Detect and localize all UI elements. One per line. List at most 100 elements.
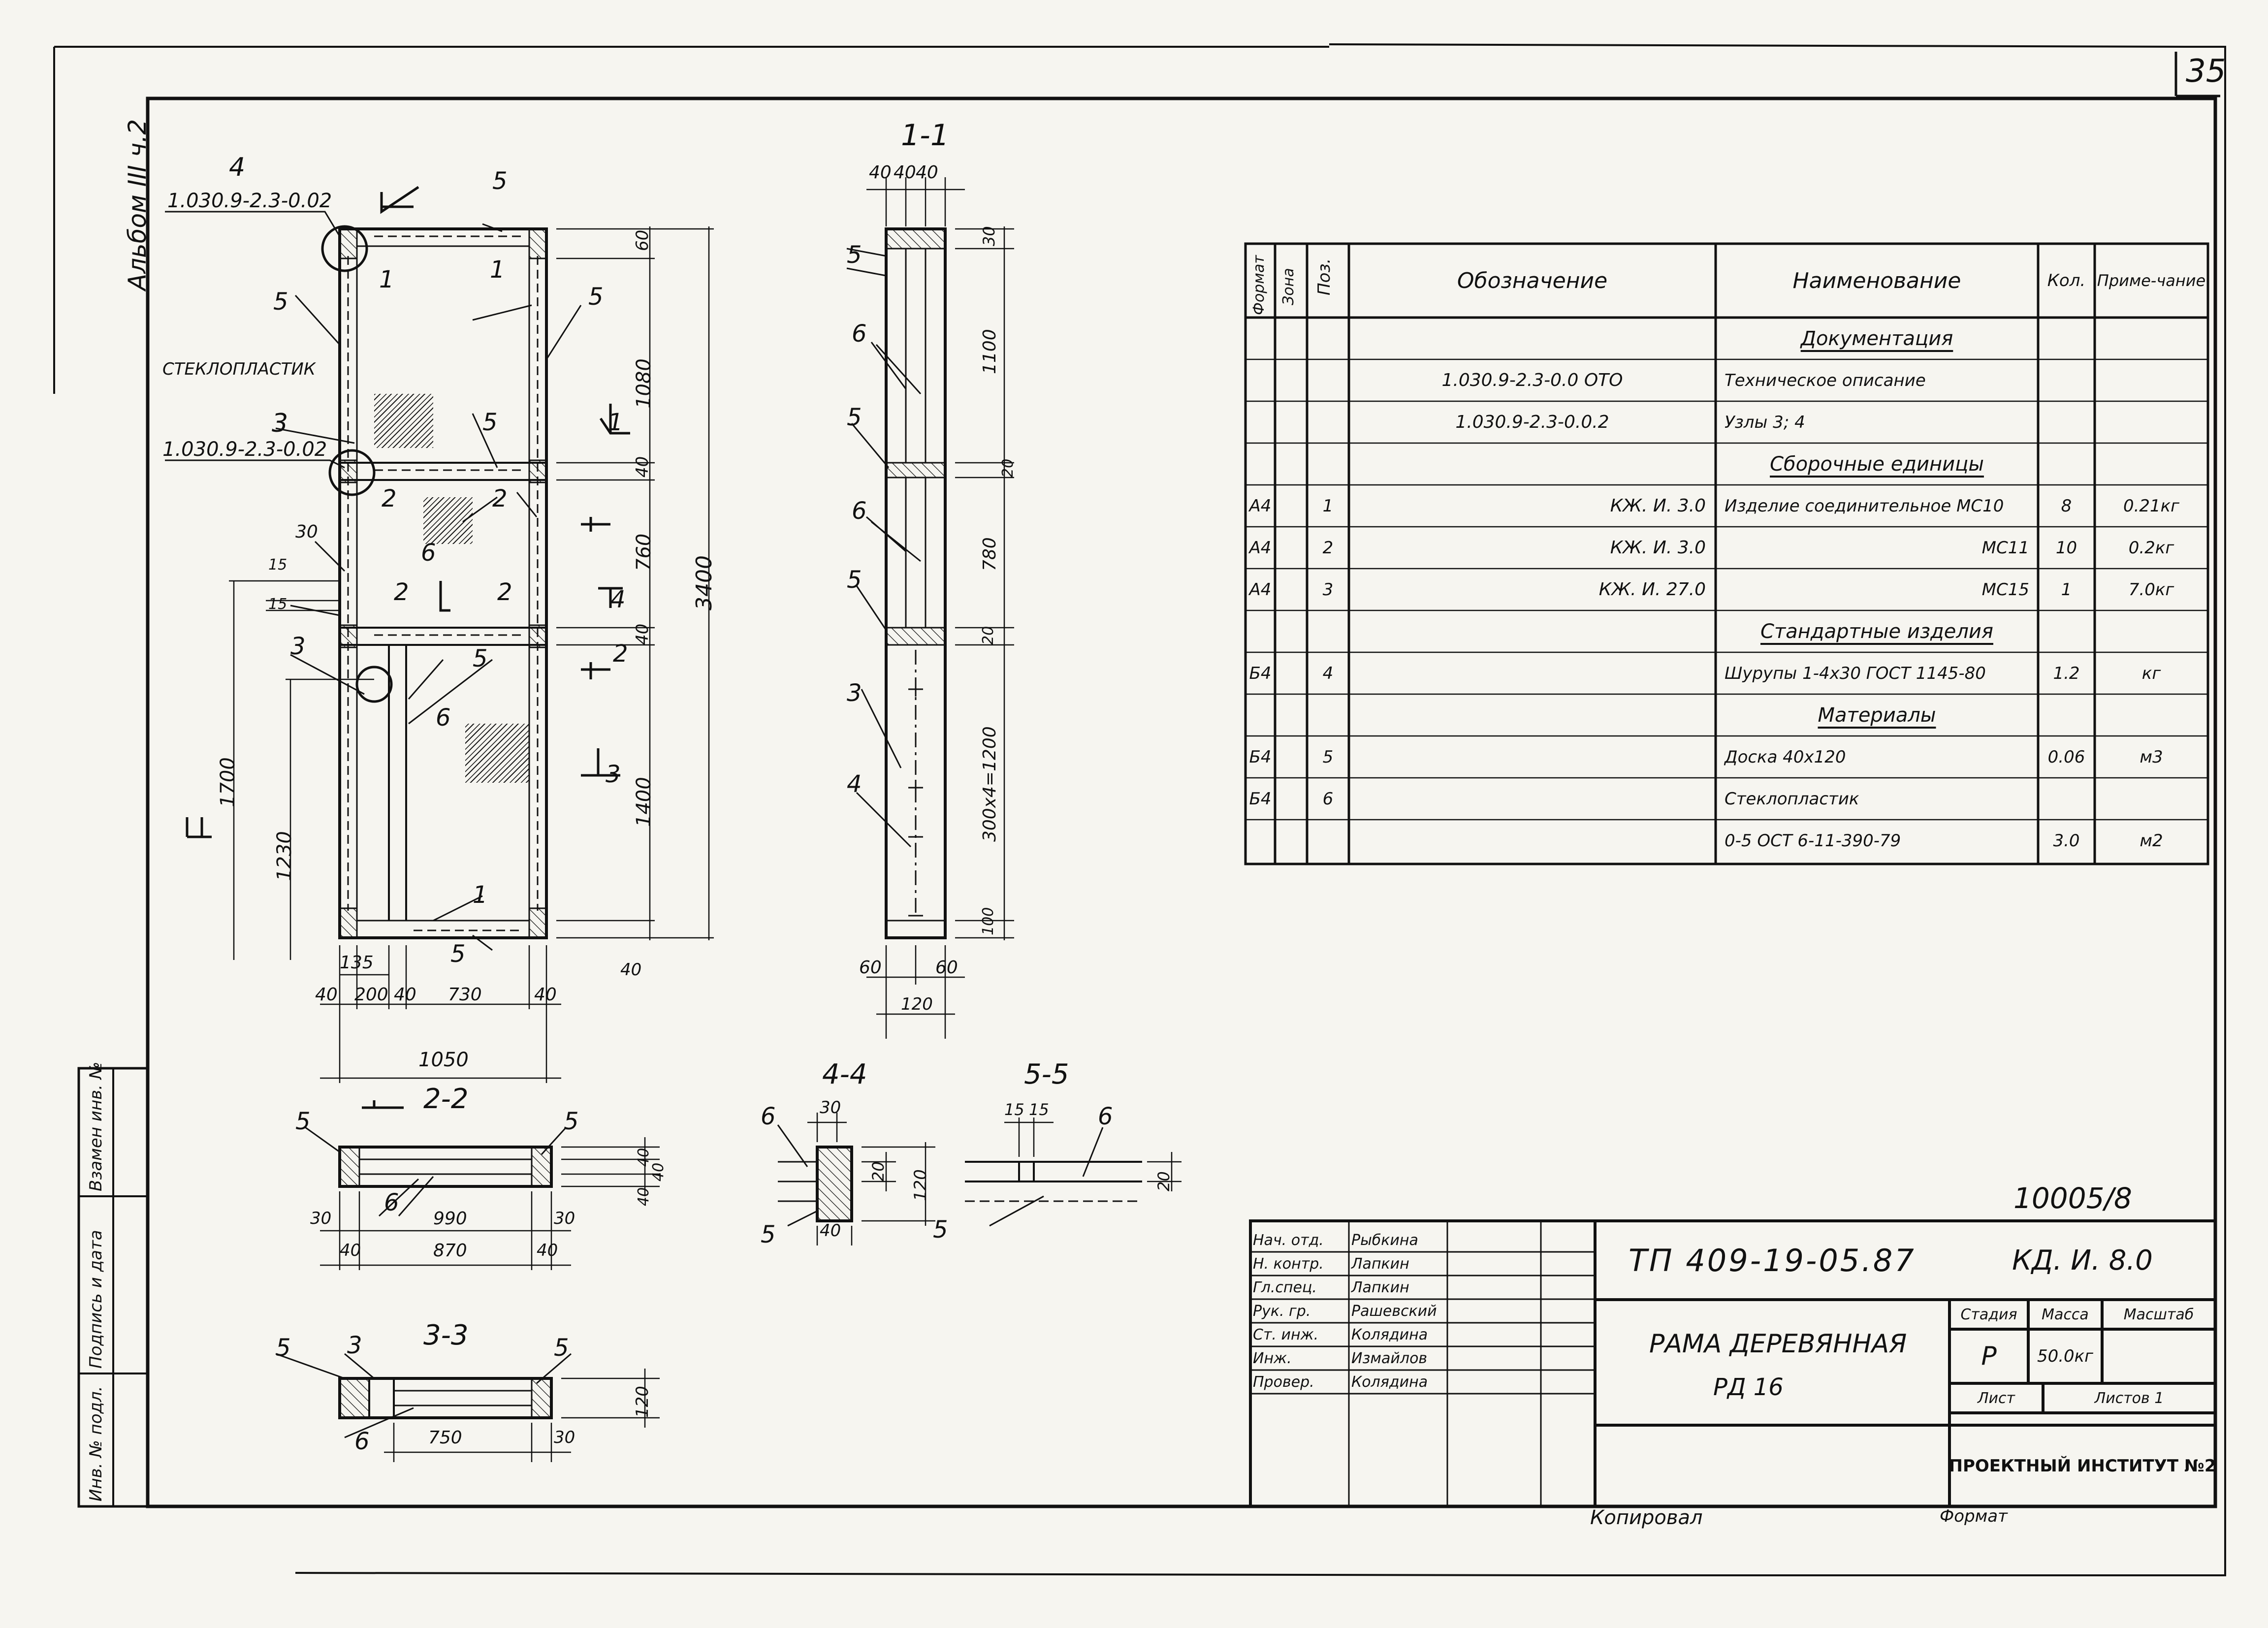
stamp-role: Гл.спец. [1253, 1278, 1317, 1296]
position-callout: 2 [492, 485, 508, 512]
dimension-label: 30 [980, 226, 998, 246]
callout-3-number: 3 [272, 409, 288, 438]
dimension-label: 40 [534, 985, 557, 1005]
position-callout: 6 [384, 1189, 399, 1216]
dimension-label: 40 [620, 960, 642, 980]
spec-cell-pos: 4 [1322, 663, 1334, 683]
spec-cell-name: Техническое описание [1725, 370, 1926, 390]
spec-cell-pos [1307, 443, 1349, 485]
spec-cell-pos: 1 [1322, 496, 1334, 516]
spec-cell-name: Стеклопластик [1725, 789, 1859, 809]
dimension-label: 990 [433, 1209, 467, 1229]
spec-cell-qty [2038, 318, 2095, 359]
sheets-header: Листов 1 [2094, 1389, 2164, 1407]
position-callout: 5 [482, 409, 498, 436]
copied-label: Копировал [1590, 1506, 1703, 1529]
position-callout: 5 [450, 940, 466, 968]
dimension-label: 200 [354, 985, 388, 1005]
spec-cell-pos [1307, 610, 1349, 652]
spec-cell-designation [1349, 778, 1716, 820]
spec-cell-designation: КЖ. И. 27.0 [1598, 579, 1706, 600]
dimension-label: 870 [433, 1241, 467, 1261]
spec-cell-qty [2038, 401, 2095, 443]
position-callout: 5 [473, 645, 488, 672]
stamp-name: Рыбкина [1351, 1231, 1418, 1249]
spec-cell-format [1246, 610, 1275, 652]
spec-cell-pos: 2 [1322, 538, 1334, 558]
title-block-lines [1249, 1219, 2217, 1508]
stamp-role: Инж. [1253, 1349, 1292, 1367]
spec-cell-qty: 10 [2055, 538, 2077, 558]
spec-cell-name: Материалы [1818, 703, 1936, 727]
spec-cell-note: 0.21кг [2123, 496, 2180, 516]
dimension-label: 1400 [633, 777, 655, 827]
inventory-number: 10005/8 [2013, 1181, 2132, 1215]
stamp-role: Ст. инж. [1253, 1326, 1319, 1343]
dimension-label: 40 [635, 1187, 652, 1206]
side-stamp-sign-date: Подпись и дата [86, 1230, 106, 1369]
spec-cell-designation: КЖ. И. 3.0 [1610, 538, 1706, 558]
position-callout: 5 [554, 1334, 569, 1362]
dimension-label: 120 [901, 994, 933, 1014]
position-callout: 3 [847, 679, 862, 707]
dimension-label: 40 [315, 985, 338, 1005]
position-callout: 3 [347, 1332, 362, 1359]
position-callout: 6 [354, 1428, 370, 1455]
drawing-subtitle: РД 16 [1713, 1373, 1784, 1401]
position-callout: 5 [847, 241, 862, 269]
position-callout: 4 [847, 770, 862, 798]
frame-elevation [165, 186, 714, 1083]
dimension-label: 40 [633, 456, 652, 478]
callout-4-reference: 1.030.9-2.3-0.02 [167, 190, 332, 212]
spec-cell-name: МС15 [1981, 579, 2029, 600]
position-callout: 5 [847, 566, 862, 594]
position-callout: 2 [497, 578, 512, 606]
dimension-label: 100 [980, 907, 997, 935]
dimension-label: 40 [820, 1221, 841, 1241]
spec-cell-designation: 1.030.9-2.3-0.0 ОТО [1441, 370, 1623, 390]
spec-cell-qty: 3.0 [2053, 830, 2080, 851]
dimension-label: 15 [268, 596, 287, 613]
stamp-role: Провер. [1253, 1373, 1314, 1391]
spec-cell-note [2095, 778, 2208, 820]
spec-cell-designation [1349, 610, 1716, 652]
position-callout: 6 [421, 539, 436, 567]
spec-header-zone: Зона [1280, 268, 1297, 305]
dimension-label: 40 [894, 162, 916, 183]
document-code: КД. И. 8.0 [2012, 1244, 2153, 1277]
spec-cell-qty [2038, 610, 2095, 652]
dimension-label: 40 [340, 1241, 361, 1260]
spec-cell-format [1246, 359, 1275, 401]
spec-cell-pos: 6 [1322, 789, 1334, 809]
spec-cell-format [1246, 318, 1275, 359]
dimension-label: 30 [310, 1209, 332, 1228]
spec-cell-note [2095, 694, 2208, 736]
dimension-label: 60 [633, 229, 652, 251]
spec-cell-format: А4 [1249, 579, 1272, 600]
position-callout: 2 [394, 578, 409, 606]
dimension-label: 30 [554, 1209, 575, 1228]
position-callout: 6 [852, 320, 867, 348]
dimension-label: 60 [935, 958, 958, 978]
spec-cell-name: Сборочные единицы [1770, 452, 1984, 476]
dimension-label: 20 [980, 626, 997, 645]
dimension-label: 300х4=1200 [980, 726, 1000, 842]
spec-header-note: Приме-чание [2097, 271, 2206, 290]
spec-cell-format: Б4 [1249, 663, 1272, 683]
spec-cell-format [1246, 401, 1275, 443]
callout-3-reference: 1.030.9-2.3-0.02 [162, 438, 327, 461]
position-callout: 6 [852, 497, 867, 525]
section-1-1-title: 1-1 [901, 118, 949, 153]
spec-cell-note: м2 [2140, 830, 2163, 851]
callout-4-number: 4 [229, 153, 246, 182]
position-callout: 5 [847, 404, 862, 431]
spec-cell-name: Изделие соединительное МС10 [1725, 496, 2004, 516]
dimension-label: 40 [394, 985, 416, 1005]
spec-cell-name: МС11 [1981, 538, 2029, 558]
position-callout: 1 [473, 881, 488, 909]
spec-cell-qty [2038, 778, 2095, 820]
position-callout: 5 [588, 283, 604, 311]
position-callout: 2 [613, 640, 628, 668]
spec-cell-designation [1349, 652, 1716, 694]
fiberglass-label: Стеклопластик [162, 359, 316, 379]
